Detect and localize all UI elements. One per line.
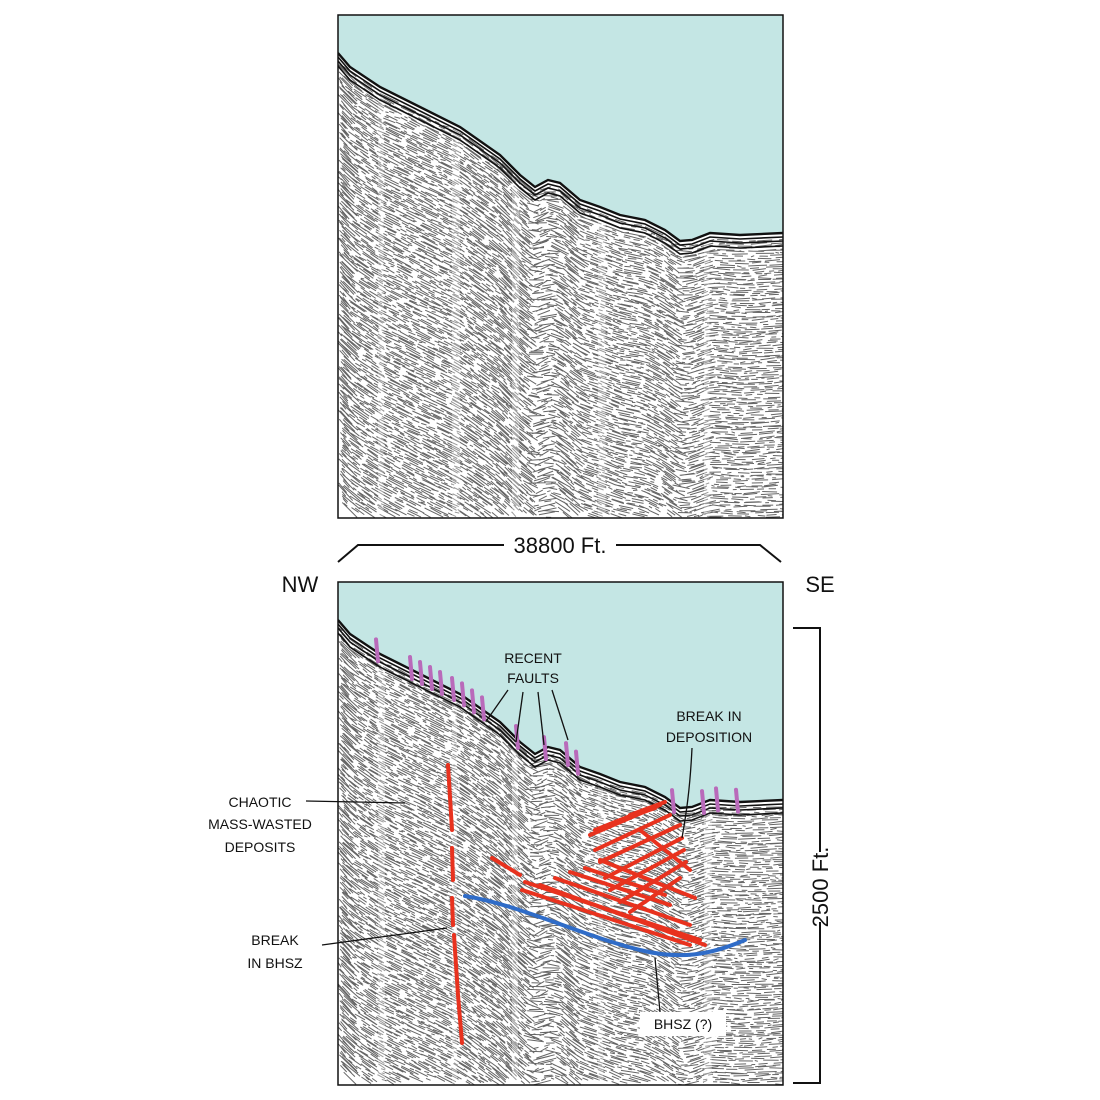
- seafloor-line: [338, 56, 783, 246]
- recent-faults-label-line1: RECENT: [504, 650, 562, 666]
- bhsz-label-background: [640, 1012, 726, 1036]
- direction-label-se: SE: [805, 572, 834, 597]
- trace-streak: [598, 15, 606, 518]
- trace-streak: [512, 582, 518, 1085]
- reflector-pick: [638, 828, 692, 872]
- fault-marker: [374, 637, 380, 664]
- direction-label-nw: NW: [282, 572, 319, 597]
- chaotic-label-line1: CHAOTIC: [229, 794, 292, 810]
- fault-marker: [480, 695, 486, 722]
- leader-line: [486, 689, 509, 721]
- leader-line: [515, 691, 524, 743]
- leader-line: [321, 927, 448, 946]
- fault-marker: [470, 688, 476, 715]
- break-deposition-label-line1: BREAK IN: [676, 708, 741, 724]
- seafloor-line: [338, 627, 783, 817]
- reflector-pick: [648, 878, 697, 900]
- recent-fault-markers: [374, 637, 740, 816]
- seafloor-line: [338, 619, 783, 810]
- recent-faults-label-line2: FAULTS: [507, 670, 559, 686]
- reflector-pick: [598, 823, 682, 864]
- leader-line: [551, 689, 569, 741]
- trace-streak: [704, 582, 712, 1085]
- water-column: [338, 582, 783, 808]
- fault-marker: [714, 786, 720, 813]
- bhsz-break-fault: [446, 763, 464, 1045]
- annotation-chaotic-deposits: CHAOTIC MASS-WASTED DEPOSITS: [208, 794, 406, 855]
- seafloor-reflector: [338, 52, 783, 255]
- seafloor-line: [338, 623, 783, 813]
- annotation-bhsz: BHSZ (?): [640, 957, 726, 1036]
- chaotic-label-line2: MASS-WASTED: [208, 816, 312, 832]
- break-deposition-label-line2: DEPOSITION: [666, 729, 752, 745]
- fault-marker: [574, 749, 580, 776]
- seismic-reflections: [338, 582, 783, 1085]
- fault-marker: [734, 787, 740, 814]
- annotation-break-in-deposition: BREAK IN DEPOSITION: [666, 708, 752, 839]
- trace-streak: [452, 582, 458, 1085]
- seafloor-line: [338, 65, 783, 255]
- seafloor-line: [338, 60, 783, 250]
- trace-streak: [598, 582, 604, 1085]
- trace-streak: [704, 15, 710, 518]
- seismic-panel-uninterpreted: [337, 14, 784, 519]
- vertical-scale-bracket-bottom: [793, 922, 821, 1084]
- panel-frame: [337, 14, 784, 519]
- fault-marker: [542, 735, 548, 762]
- fault-marker: [700, 789, 706, 816]
- water-column: [338, 15, 783, 241]
- reflector-pick: [538, 883, 707, 947]
- reflector-pick: [628, 876, 682, 914]
- fault-marker: [670, 788, 676, 815]
- bhsz-label: BHSZ (?): [654, 1016, 712, 1032]
- seismic-panel-interpreted: [337, 581, 784, 1086]
- leader-line: [537, 691, 545, 746]
- break-bhsz-label-line2: IN BHSZ: [247, 955, 303, 971]
- leader-line: [681, 747, 693, 839]
- fault-marker: [460, 681, 466, 708]
- fault-marker: [564, 741, 570, 768]
- reflection-strokes: [338, 627, 783, 1085]
- seafloor-line: [338, 52, 783, 243]
- scale-bracket-right: [616, 544, 782, 563]
- seafloor-line: [338, 632, 783, 822]
- fault-marker: [408, 655, 414, 681]
- scale-bracket-left: [337, 544, 504, 563]
- seafloor-reflector: [338, 619, 783, 822]
- mass-wasted-reflector-lines: [490, 800, 707, 947]
- reflector-pick: [520, 888, 692, 947]
- reflector-pick: [598, 858, 652, 882]
- fault-marker: [428, 665, 434, 691]
- break-bhsz-label-line1: BREAK: [251, 932, 299, 948]
- trace-streak: [512, 15, 520, 518]
- annotation-break-in-bhsz: BREAK IN BHSZ: [247, 927, 448, 971]
- vertical-scale-bar: 2500 Ft.: [793, 627, 833, 1084]
- trace-streak: [378, 15, 384, 518]
- horizontal-scale-label: 38800 Ft.: [514, 533, 607, 558]
- leader-line: [305, 800, 406, 804]
- annotation-recent-faults: RECENT FAULTS: [486, 650, 569, 746]
- trace-streak: [452, 15, 460, 518]
- fault-marker: [450, 676, 456, 702]
- fault-marker: [438, 670, 444, 696]
- reflector-pick: [628, 800, 667, 817]
- reflector-pick: [568, 870, 672, 907]
- vertical-scale-label: 2500 Ft.: [808, 847, 833, 928]
- reflector-pick: [593, 813, 672, 852]
- panel-frame: [337, 581, 784, 1086]
- fault-marker: [418, 660, 424, 686]
- bhsz-line: [463, 894, 747, 958]
- vertical-scale-bracket-top: [793, 627, 821, 852]
- leader-line: [654, 957, 661, 1013]
- chaotic-label-line3: DEPOSITS: [225, 839, 296, 855]
- trace-streak: [378, 582, 385, 1085]
- horizontal-scale-bar: 38800 Ft.: [337, 533, 782, 563]
- reflector-pick: [490, 856, 522, 877]
- reflector-pick: [603, 836, 684, 880]
